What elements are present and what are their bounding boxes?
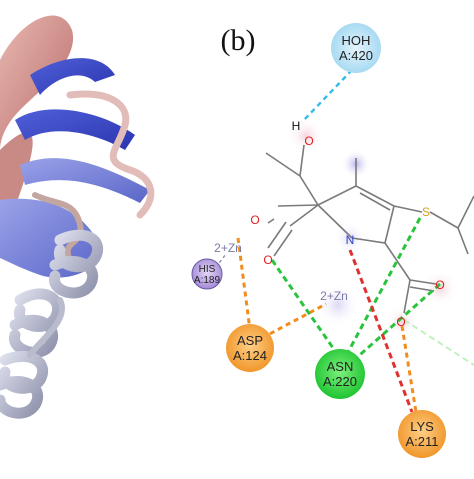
residue-name: HOH bbox=[342, 33, 371, 48]
hbond-faint-right bbox=[403, 319, 474, 366]
residue-name: ASP bbox=[237, 333, 263, 348]
ribbon-grey-coil bbox=[27, 297, 65, 358]
salt-bridge-his-asp bbox=[236, 237, 252, 331]
residue-id: A:220 bbox=[323, 374, 357, 389]
halo-carbonyl bbox=[386, 306, 418, 338]
protein-ribbon-panel bbox=[0, 15, 155, 419]
hbond-water-hydroxyl bbox=[301, 69, 353, 123]
sulfur-atom-label: S bbox=[422, 205, 430, 219]
residue-id: A:124 bbox=[233, 348, 267, 363]
hydroxyl-oxygen-label: O bbox=[304, 134, 313, 148]
residue-hoh-420: HOH A:420 bbox=[331, 23, 381, 73]
residue-id: A:189 bbox=[194, 275, 221, 286]
residue-his-189: HIS A:189 bbox=[191, 258, 223, 290]
residue-asp-124: ASP A:124 bbox=[226, 324, 274, 372]
zinc-ion-center: 2+Zn bbox=[320, 289, 348, 303]
ribbon-grey-helix-2 bbox=[9, 288, 63, 358]
panel-label: (b) bbox=[221, 24, 256, 57]
ligand-skeleton bbox=[265, 144, 474, 314]
ribbon-grey-helix-1 bbox=[49, 229, 103, 299]
ribbon-blue-sheet-2 bbox=[15, 109, 135, 150]
halo-carboxyl2 bbox=[422, 270, 458, 306]
carboxyl-oxygen-label: O bbox=[250, 213, 259, 227]
zn-his-link bbox=[211, 253, 227, 273]
carbonyl-oxygen-label: O bbox=[263, 253, 272, 267]
halo-zn-center bbox=[316, 283, 360, 327]
residue-name: HIS bbox=[199, 264, 216, 275]
ribbon-blue-sheet-1 bbox=[30, 58, 115, 95]
residue-id: A:420 bbox=[339, 48, 373, 63]
hydrogen-atom-label: H bbox=[292, 119, 301, 133]
ribbon-pink-loop bbox=[66, 90, 155, 219]
hbond-carboxyl2-asn bbox=[353, 282, 441, 362]
ribbon-tan-loop bbox=[32, 192, 84, 263]
salt-bridge-carbonyl-lys bbox=[400, 325, 418, 413]
ring-nitrogen-label: N bbox=[346, 233, 355, 247]
residue-asn-220: ASN A:220 bbox=[315, 349, 365, 399]
hbond-sulfur-asn bbox=[344, 217, 422, 357]
ribbon-blue-sheet-3 bbox=[20, 158, 150, 203]
carbonyl2-oxygen-label: O bbox=[396, 315, 405, 329]
salt-bridge-asp-zn bbox=[261, 302, 327, 340]
clash-nitrogen-lys bbox=[348, 249, 414, 413]
halo-hydroxyl bbox=[288, 118, 324, 154]
residue-lys-211: LYS A:211 bbox=[398, 410, 446, 458]
residue-name: LYS bbox=[410, 419, 434, 434]
halo-nitrogen bbox=[334, 222, 366, 254]
zinc-ion-left: 2+Zn bbox=[214, 241, 242, 255]
residue-name: ASN bbox=[327, 359, 354, 374]
ribbon-grey-helix-3 bbox=[0, 350, 48, 419]
carboxyl2-oxygen-label: O bbox=[435, 278, 444, 292]
residue-id: A:211 bbox=[405, 434, 438, 449]
